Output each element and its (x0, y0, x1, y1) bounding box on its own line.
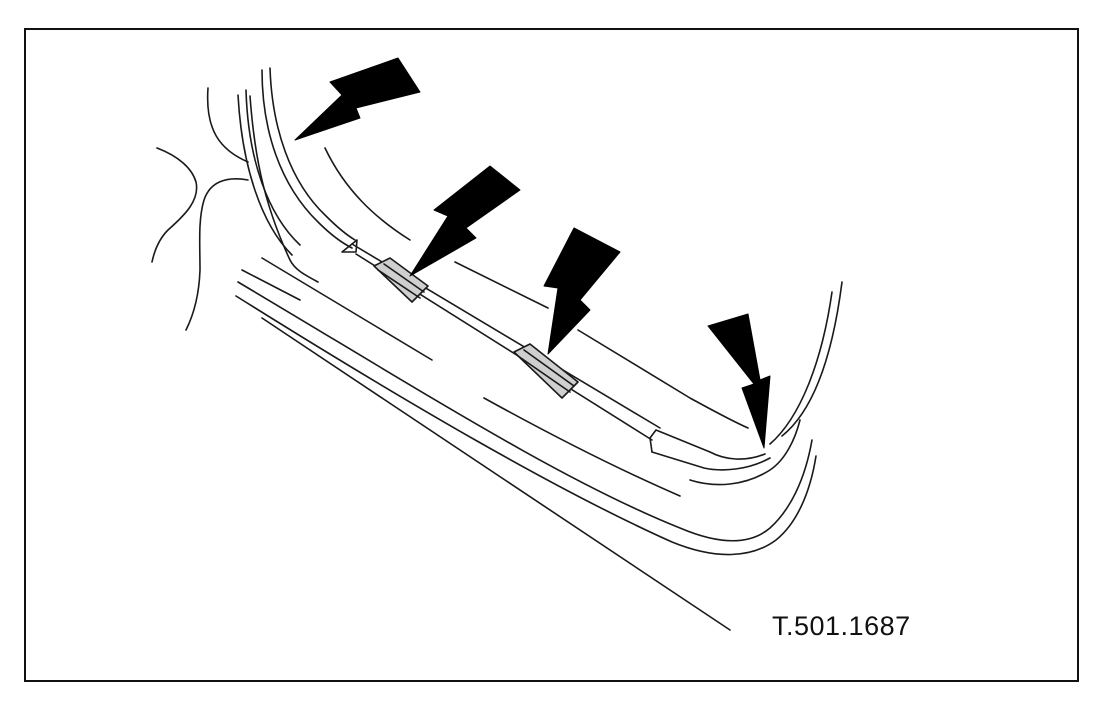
arrow-3-icon (543, 227, 621, 355)
figure-frame (24, 28, 1079, 682)
pillar-outline (151, 87, 249, 331)
door-rear-edge (689, 281, 843, 486)
figure-reference-code: T.501.1687 (772, 611, 911, 641)
trim-clip-2 (513, 343, 579, 399)
rocker-panel-lines (235, 257, 817, 631)
arrow-4-icon (707, 313, 771, 449)
pointer-arrows (294, 57, 771, 449)
arrow-1-icon (294, 57, 421, 141)
inner-contour-lines (324, 147, 749, 429)
arrow-2-icon (409, 165, 521, 277)
trim-clip-1 (373, 257, 429, 303)
door-opening-outline (237, 67, 356, 283)
